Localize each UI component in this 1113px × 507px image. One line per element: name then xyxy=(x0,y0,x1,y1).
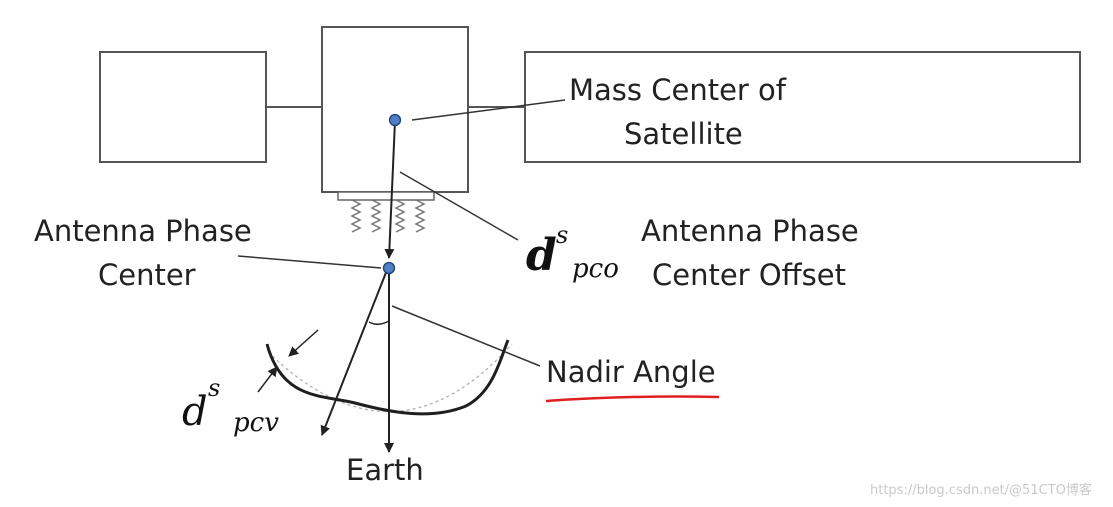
mass-center-leader xyxy=(411,99,566,121)
pcv-pattern-curve xyxy=(265,339,510,416)
earth-label: Earth xyxy=(346,453,424,487)
watermark: https://blog.csdn.net/@51CTO博客 xyxy=(870,482,1092,498)
svg-text:pcv: pcv xyxy=(233,408,279,438)
svg-text:d: d xyxy=(182,389,208,435)
pco-description-line2: Center Offset xyxy=(652,258,846,292)
pco-leader xyxy=(399,171,519,241)
pcv-inner-arrow xyxy=(257,366,278,393)
satellite-body xyxy=(321,26,469,193)
antenna-springs xyxy=(350,199,426,233)
mass-center-label-line1: Mass Center of xyxy=(569,73,787,107)
svg-text:s: s xyxy=(556,221,568,249)
svg-text:d: d xyxy=(526,230,557,281)
nadir-angle-label: Nadir Angle xyxy=(546,355,716,389)
nadir-angle-arc xyxy=(368,320,390,325)
antenna-phase-center-label-line1: Antenna Phase xyxy=(34,214,252,248)
right-solar-panel xyxy=(524,51,1081,163)
pco-symbol: d s pco xyxy=(526,221,619,284)
pco-description-line1: Antenna Phase xyxy=(641,214,859,248)
svg-text:pco: pco xyxy=(572,254,619,284)
antenna-phase-center-point xyxy=(382,261,396,275)
nadir-angle-leader xyxy=(391,305,541,367)
antenna-bracket xyxy=(337,191,435,201)
pcv-symbol: d s pcv xyxy=(182,374,279,438)
nadir-angle-underline xyxy=(545,395,720,403)
pco-vector-arrow xyxy=(384,120,396,259)
antenna-phase-center-label-line2: Center xyxy=(98,258,196,292)
left-solar-panel xyxy=(99,51,267,163)
mass-center-point xyxy=(388,113,402,127)
pcv-outer-arrow xyxy=(288,329,319,357)
mass-center-label-line2: Satellite xyxy=(624,117,743,151)
reference-pattern-arc xyxy=(267,343,513,413)
svg-text:s: s xyxy=(208,374,220,402)
signal-direction-arrow xyxy=(320,269,388,436)
antenna-phase-center-leader xyxy=(237,255,382,269)
